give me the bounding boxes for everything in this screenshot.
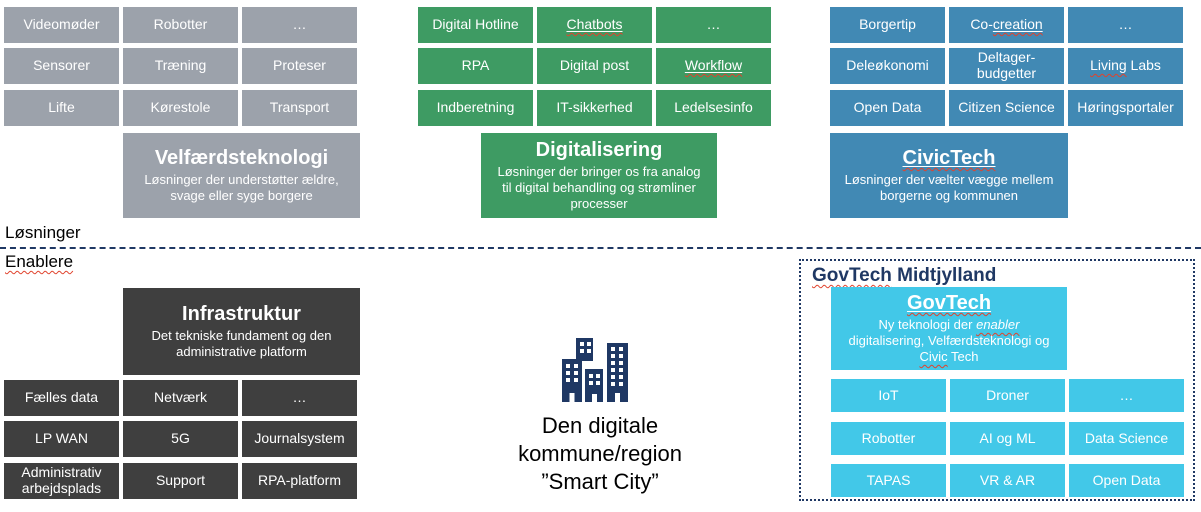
cell-korestole: Kørestole [123,90,238,126]
living-misspell: Living [1090,57,1127,74]
cell-traening: Træning [123,48,238,84]
cell-it-sikkerhed: IT-sikkerhed [537,90,652,126]
cell-vr-ar: VR & AR [950,464,1065,497]
cell-ai-og-ml: AI og ML [950,422,1065,455]
cell-civic-more: … [1068,7,1183,43]
cell-citizen-science: Citizen Science [949,90,1064,126]
solutions-label: Løsninger [5,223,81,242]
cell-netvaerk: Netværk [123,380,238,416]
cell-govtech-robotter: Robotter [831,422,946,455]
cell-indberetning: Indberetning [418,90,533,126]
cell-digital-hotline: Digital Hotline [418,7,533,43]
civic-word-misspell: Civic [919,349,948,365]
living-labs-text: Living Labs [1090,57,1161,74]
civic-desc: Løsninger der vælter vægge mellem borger… [844,171,1054,203]
cell-lp-wan: LP WAN [4,421,119,457]
velfaerd-title: Velfærdsteknologi [154,146,329,169]
cell-borgertip: Borgertip [830,7,945,43]
govtech-label-misspell: GovTech [812,265,892,286]
infra-title: Infrastruktur [182,302,301,325]
govtech-desc: Ny teknologi der enabler digitalisering,… [848,316,1050,365]
cell-robotter: Robotter [123,7,238,43]
cell-living-labs: Living Labs [1068,48,1183,84]
digital-grid: Digital Hotline Chatbots … RPA Digital p… [418,7,771,133]
cell-sensorer: Sensorer [4,48,119,84]
cell-deleokonomi: Deleøkonomi [830,48,945,84]
govtech-header: GovTech Ny teknologi der enabler digital… [831,287,1067,370]
govtech-title-misspell: GovTech [906,291,992,314]
cell-workflow: Workflow [656,48,771,84]
cell-deltagerbudgetter: Deltager-budgetter [949,48,1064,84]
smart-city-line3: ”Smart City” [541,468,659,494]
city-buildings-icon [562,338,628,402]
solutions-enablers-divider [0,247,1201,249]
velfaerd-header: Velfærdsteknologi Løsninger der understø… [123,133,360,218]
infra-grid: Fælles data Netværk … LP WAN 5G Journals… [4,380,357,500]
cell-rpa: RPA [418,48,533,84]
chatbots-link-underline: Chatbots [566,16,623,33]
digital-header: Digitalisering Løsninger der bringer os … [481,133,717,218]
cell-droner: Droner [950,379,1065,412]
cell-horingsportaler: Høringsportaler [1068,90,1183,126]
digital-title: Digitalisering [535,138,663,161]
cell-chatbots: Chatbots [537,7,652,43]
civic-title: CivicTech [903,147,996,170]
civictech-misspell: CivicTech [902,146,996,169]
cell-administrativ-arbejdsplads: Administrativ arbejdsplads [4,463,119,499]
cell-journalsystem: Journalsystem [242,421,357,457]
cell-digital-post: Digital post [537,48,652,84]
cell-data-science: Data Science [1069,422,1184,455]
workflow-misspell: Workflow [684,57,743,74]
chatbots-misspell: Chatbots [566,16,623,33]
enablers-label: Enablere [5,252,73,272]
velfaerd-desc: Løsninger der understøtter ældre, svage … [144,171,339,203]
govtech-title-underline: GovTech [907,292,991,314]
cell-govtech-more: … [1069,379,1184,412]
cell-transport: Transport [242,90,357,126]
cell-infra-more: … [242,380,357,416]
cell-faelles-data: Fælles data [4,380,119,416]
enabler-italic-misspell: enabler [976,316,1020,332]
cell-co-creation: Co-creation [949,7,1064,43]
cell-lifte: Lifte [4,90,119,126]
cell-tapas: TAPAS [831,464,946,497]
cell-digital-more: … [656,7,771,43]
cell-5g: 5G [123,421,238,457]
cell-open-data: Open Data [830,90,945,126]
infra-desc: Det tekniske fundament og den administra… [151,327,332,359]
co-creation-underline: creation [993,16,1043,32]
velfaerd-grid: Videomøder Robotter … Sensorer Træning P… [4,7,357,133]
smart-city-line1: Den digitale [541,413,659,438]
co-creation-text: Co-creation [970,16,1043,33]
smart-city-caption: Den digitale kommune/region ”Smart City” [430,412,770,496]
civic-header: CivicTech Løsninger der vælter vægge mel… [830,133,1068,218]
cell-iot: IoT [831,379,946,412]
govtech-title: GovTech [907,292,991,315]
cell-ledelsesinfo: Ledelsesinfo [656,90,771,126]
workflow-link-underline: Workflow [684,57,743,74]
digital-desc: Løsninger der bringer os fra analog til … [497,163,701,212]
civictech-underline: CivicTech [903,147,996,169]
smart-city-line2: kommune/region [518,440,682,466]
govtech-midtjylland-container: GovTech Midtjylland GovTech Ny teknologi… [799,259,1195,501]
cell-velfaerd-more: … [242,7,357,43]
cell-proteser: Proteser [242,48,357,84]
co-creation-misspell: creation [992,16,1043,33]
cell-videomoder: Videomøder [4,7,119,43]
govtech-midtjylland-label: GovTech Midtjylland [812,265,997,286]
civic-grid: Borgertip Co-creation … Deleøkonomi Delt… [830,7,1183,133]
cell-rpa-platform: RPA-platform [242,463,357,499]
cell-support: Support [123,463,238,499]
enablere-misspell: Enablere [5,252,74,271]
infra-header: Infrastruktur Det tekniske fundament og … [123,288,360,375]
cell-govtech-open-data: Open Data [1069,464,1184,497]
